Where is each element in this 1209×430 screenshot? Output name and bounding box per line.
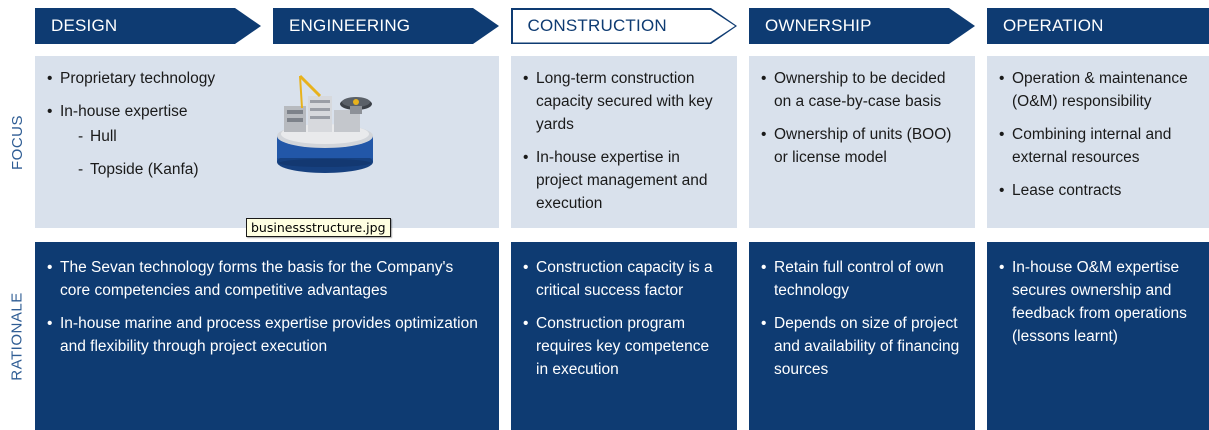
rationale-design-engineering-panel: The Sevan technology forms the basis for…	[35, 242, 499, 430]
rationale-design-bullet: The Sevan technology forms the basis for…	[47, 256, 479, 302]
rationale-row-label: RATIONALE	[8, 291, 26, 381]
focus-construction-panel: Long-term construction capacity secured …	[511, 56, 737, 228]
phase-ownership-label: OWNERSHIP	[765, 16, 872, 35]
rationale-construction-panel: Construction capacity is a critical succ…	[511, 242, 737, 430]
rationale-construction-bullet: Construction program requires key compet…	[523, 312, 725, 381]
focus-operation-panel: Operation & maintenance (O&M) responsibi…	[987, 56, 1209, 228]
rationale-operation-panel: In-house O&M expertise secures ownership…	[987, 242, 1209, 430]
phase-construction-label: CONSTRUCTION	[527, 16, 667, 35]
phase-ownership-arrow: OWNERSHIP	[749, 8, 975, 44]
floating-platform-icon	[277, 74, 373, 173]
focus-operation-bullet: Combining internal and external resource…	[999, 123, 1197, 169]
rationale-construction-bullet: Construction capacity is a critical succ…	[523, 256, 725, 302]
phase-operation-label: OPERATION	[1003, 16, 1104, 35]
phase-design-arrow: DESIGN	[35, 8, 261, 44]
phase-design-label: DESIGN	[51, 16, 118, 35]
focus-ownership-panel: Ownership to be decided on a case-by-cas…	[749, 56, 975, 228]
focus-design-subitem: Topside (Kanfa)	[60, 158, 487, 181]
rationale-operation-bullet: In-house O&M expertise secures ownership…	[999, 256, 1197, 348]
focus-design-subitem: Hull	[60, 125, 487, 148]
focus-operation-bullet: Operation & maintenance (O&M) responsibi…	[999, 67, 1197, 113]
focus-design-bullet: Proprietary technology	[47, 67, 487, 90]
focus-ownership-bullet: Ownership to be decided on a case-by-cas…	[761, 67, 963, 113]
focus-construction-bullet: Long-term construction capacity secured …	[523, 67, 725, 136]
phase-operation-arrow: OPERATION	[987, 8, 1209, 44]
rationale-design-bullet: In-house marine and process expertise pr…	[47, 312, 479, 358]
phase-engineering-label: ENGINEERING	[289, 16, 411, 35]
focus-design-engineering-panel: Proprietary technology In-house expertis…	[35, 56, 499, 228]
phase-construction-arrow: CONSTRUCTION	[511, 8, 737, 44]
focus-operation-bullet: Lease contracts	[999, 179, 1197, 202]
focus-row-label: FOCUS	[8, 114, 26, 170]
rationale-ownership-bullet: Retain full control of own technology	[761, 256, 963, 302]
rationale-ownership-bullet: Depends on size of project and availabil…	[761, 312, 963, 381]
focus-design-bullet: In-house expertise Hull Topside (Kanfa)	[47, 100, 487, 181]
focus-ownership-bullet: Ownership of units (BOO) or license mode…	[761, 123, 963, 169]
phase-engineering-arrow: ENGINEERING	[273, 8, 499, 44]
focus-construction-bullet: In-house expertise in project management…	[523, 146, 725, 215]
image-filename-tooltip: businessstructure.jpg	[246, 218, 391, 237]
rationale-ownership-panel: Retain full control of own technology De…	[749, 242, 975, 430]
